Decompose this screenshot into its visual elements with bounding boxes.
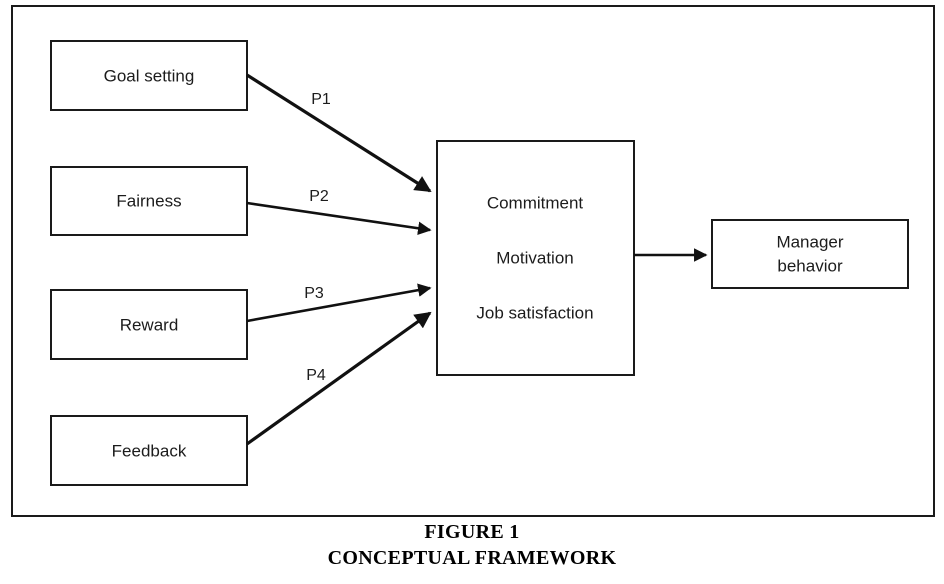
link-p4[interactable]: P4 [246,311,432,446]
link-p2[interactable]: P2 [246,188,432,235]
link-p2-label: P2 [309,188,329,205]
node-fairness-box [50,166,248,236]
link-p2-arrow [246,201,432,235]
link-p4-arrow [246,311,432,446]
link-p3-arrow [246,283,432,323]
node-manager-behavior-line-1: Manager [776,232,843,251]
node-reward[interactable]: Reward [50,289,248,360]
node-reward-box [50,289,248,360]
node-mediator-line-commitment: Commitment [487,193,584,212]
node-mediator[interactable]: Commitment Motivation Job satisfaction [436,140,635,376]
link-p1-label: P1 [311,91,331,108]
node-feedback-box [50,415,248,486]
link-p3[interactable]: P3 [246,283,432,323]
node-goal-setting[interactable]: Goal setting [50,40,248,111]
figure-caption-line-1: FIGURE 1 [424,521,520,543]
figure-caption: FIGURE 1 CONCEPTUAL FRAMEWORK [0,519,944,571]
link-p1-arrow [246,73,432,193]
node-goal-setting-box [50,40,248,111]
node-manager-behavior[interactable]: Manager behavior [711,219,909,289]
node-manager-behavior-line-2: behavior [777,256,843,275]
node-mediator-box [436,140,635,376]
link-p1[interactable]: P1 [246,73,432,193]
node-feedback[interactable]: Feedback [50,415,248,486]
node-feedback-label: Feedback [112,441,187,460]
node-fairness[interactable]: Fairness [50,166,248,236]
node-mediator-line-job-satisfaction: Job satisfaction [476,303,593,322]
node-manager-behavior-box [711,219,909,289]
node-goal-setting-label: Goal setting [104,66,195,85]
node-mediator-line-motivation: Motivation [496,248,573,267]
link-p4-label: P4 [306,367,326,384]
node-reward-label: Reward [120,315,179,334]
link-p3-label: P3 [304,285,324,302]
figure-caption-line-2: CONCEPTUAL FRAMEWORK [327,547,617,569]
node-fairness-label: Fairness [116,191,181,210]
